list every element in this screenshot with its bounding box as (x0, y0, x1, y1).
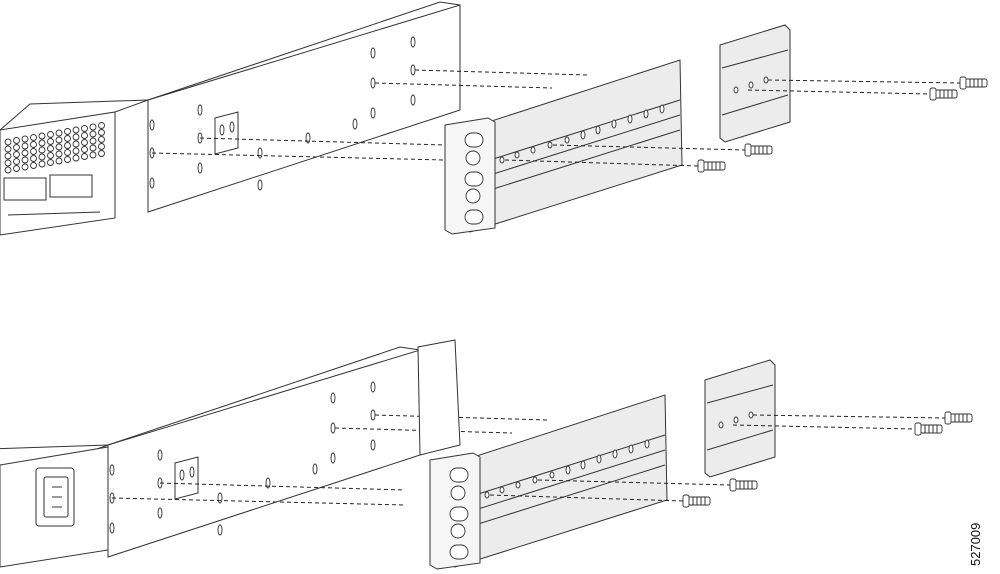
grille-hole (55, 157, 63, 165)
grille-hole (81, 125, 88, 132)
grille-hole (64, 142, 71, 149)
grille-hole (47, 152, 54, 159)
grille-hole (72, 126, 80, 134)
grille-hole (47, 131, 54, 138)
grille-hole (81, 146, 88, 153)
grille-hole (30, 155, 37, 162)
grille-hole (13, 144, 20, 151)
grille-hole (47, 138, 54, 145)
assembly-top (0, 1, 987, 236)
grille-hole (21, 142, 29, 150)
grille-hole (55, 143, 63, 151)
grille-hole (55, 150, 63, 158)
grille-hole (64, 149, 71, 156)
grille-hole (81, 132, 88, 139)
grille-hole (72, 147, 80, 155)
grille-hole (30, 134, 37, 141)
grille-hole (4, 138, 12, 146)
fan-grille (4, 122, 105, 174)
grille-hole (89, 151, 97, 159)
grille-hole (38, 153, 46, 161)
grille-hole (4, 145, 12, 153)
grille-hole (38, 160, 46, 168)
figure-number: 527009 (968, 522, 983, 566)
grille-hole (81, 139, 88, 146)
grille-hole (13, 158, 20, 165)
assembly-bottom (0, 339, 972, 569)
grille-hole (98, 122, 105, 129)
grille-hole (98, 129, 105, 136)
grille-hole (38, 146, 46, 154)
grille-hole (81, 153, 88, 160)
port (3, 177, 47, 201)
grille-hole (4, 152, 12, 160)
grille-hole (72, 140, 80, 148)
grille-hole (89, 123, 97, 131)
grille-hole (55, 129, 63, 137)
grille-hole (21, 149, 29, 157)
grille-hole (89, 137, 97, 145)
grille-hole (72, 154, 80, 162)
grille-hole (98, 136, 105, 143)
grille-hole (64, 156, 71, 163)
rack-rail-top (445, 25, 987, 234)
grille-hole (98, 150, 105, 157)
grille-hole (30, 148, 37, 155)
grille-hole (13, 165, 20, 172)
chassis-top (0, 1, 589, 236)
grille-hole (21, 163, 29, 171)
grille-hole (4, 166, 12, 174)
grille-hole (13, 137, 20, 144)
grille-hole (47, 145, 54, 152)
grille-hole (89, 144, 97, 152)
ear-bracket (417, 339, 461, 456)
grille-hole (47, 159, 54, 166)
grille-hole (13, 151, 20, 158)
grille-hole (64, 128, 71, 135)
grille-hole (38, 132, 46, 140)
port (49, 174, 93, 198)
chassis-bottom (0, 339, 549, 568)
grille-hole (21, 156, 29, 164)
rack-rail-bottom (430, 360, 972, 569)
grille-hole (38, 139, 46, 147)
grille-hole (55, 136, 63, 144)
grille-hole (89, 130, 97, 138)
grille-hole (30, 162, 37, 169)
grille-hole (4, 159, 12, 167)
grille-hole (98, 143, 105, 150)
grille-hole (64, 135, 71, 142)
grille-hole (30, 141, 37, 148)
grille-hole (72, 133, 80, 141)
grille-hole (21, 135, 29, 143)
